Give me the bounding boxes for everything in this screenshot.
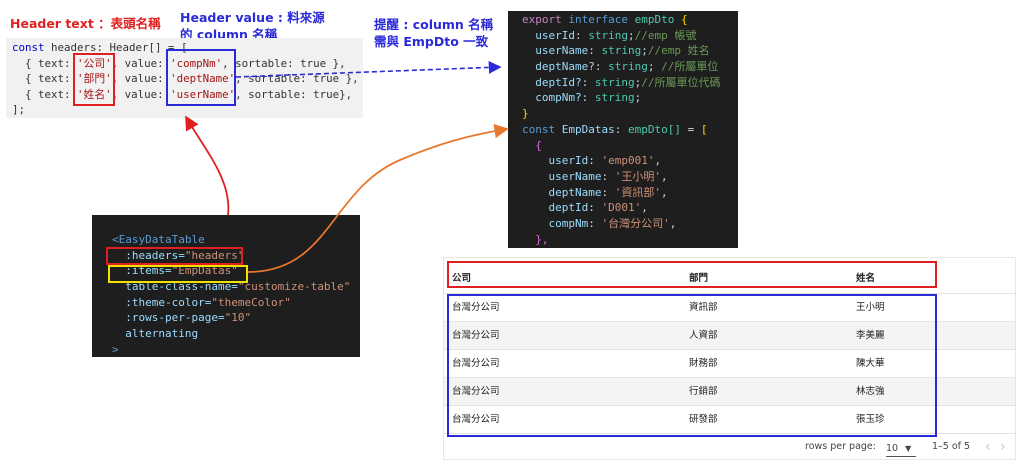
table-header-row: 公司 部門 姓名: [444, 264, 1015, 294]
table-cell: 陳大華: [856, 358, 885, 369]
code-line: >: [112, 342, 119, 356]
header-field-value: 'userName': [170, 87, 236, 101]
code-line: compNm?: string;: [535, 91, 642, 105]
code-line: alternating: [125, 327, 199, 341]
orange-curved-arrow: [247, 123, 509, 273]
table-row: 台灣分公司 資訊部 王小明: [444, 294, 1015, 322]
table-row: 台灣分公司 財務部 陳大華: [444, 350, 1015, 378]
header-text-value: '部門': [77, 72, 112, 85]
table-footer: rows per page: 10 ▼ 1–5 of 5 ‹ ›: [444, 434, 1015, 460]
code-line: deptId?: string;//所屬單位代碼: [535, 75, 721, 89]
code-line: const headers: Header[] = [: [6, 40, 363, 56]
code-line: deptName: '資訊部',: [548, 185, 668, 199]
table-cell: 王小明: [856, 302, 885, 313]
code-line: :headers="headers": [125, 248, 245, 262]
component-code-panel: <EasyDataTable :headers="headers" :items…: [92, 215, 360, 357]
blue-dashed-arrow: [235, 61, 502, 78]
code-line: {: [535, 138, 542, 152]
table-cell: 張玉珍: [856, 414, 885, 425]
code-line: userId: string;//emp 帳號: [535, 28, 697, 42]
header-field-value: 'deptName': [170, 72, 236, 85]
header-text-value: '公司': [77, 56, 112, 70]
table-cell: 研發部: [689, 414, 718, 425]
dropdown-arrow-icon: ▼: [905, 444, 912, 453]
prev-page-icon[interactable]: ‹: [985, 439, 991, 455]
code-line: deptId: 'D001',: [548, 201, 648, 215]
table-cell: 台灣分公司: [452, 386, 500, 397]
header-field-value: 'compNm': [170, 56, 223, 70]
items-prop-highlight-box: [108, 265, 248, 283]
table-header-highlight-box: [447, 261, 937, 288]
table-cell: 台灣分公司: [452, 330, 500, 341]
table-row: 台灣分公司 研發部 張玉珍: [444, 406, 1015, 434]
reminder-annotation-line1: 提醒 : column 名稱: [374, 17, 494, 32]
pagination-range: 1–5 of 5: [932, 441, 971, 452]
code-line: { text: '姓名', value: 'userName', sortabl…: [12, 87, 353, 101]
table-cell: 台灣分公司: [452, 302, 500, 313]
dto-code-panel: export interface empDto { userId: string…: [508, 11, 738, 248]
data-table: 公司 部門 姓名 台灣分公司 資訊部 王小明 台灣分公司 人資部 李美麗 台灣分…: [443, 257, 1016, 460]
code-text: headers: Header[] = [: [44, 41, 188, 54]
column-header[interactable]: 公司: [452, 273, 472, 284]
code-line: deptName?: string; //所屬單位: [535, 60, 719, 74]
table-cell: 台灣分公司: [452, 414, 500, 425]
table-row: 台灣分公司 行銷部 林志強: [444, 378, 1015, 406]
table-cell: 行銷部: [689, 386, 718, 397]
code-line: table-class-name="customize-table": [125, 280, 351, 294]
table-cell: 李美麗: [856, 330, 885, 341]
column-header[interactable]: 姓名: [856, 273, 876, 284]
next-page-icon[interactable]: ›: [1000, 439, 1006, 455]
text-highlight-box: [73, 53, 115, 106]
header-text-annotation: Header text ：表頭名稱: [10, 16, 161, 31]
header-value-annotation-line1: Header value : 料來源: [180, 10, 325, 25]
rows-per-page-select[interactable]: 10 ▼: [886, 436, 916, 457]
code-line: :rows-per-page="10": [125, 311, 252, 325]
code-line: userId: 'emp001',: [548, 154, 662, 168]
table-cell: 財務部: [689, 358, 718, 369]
code-keyword: const: [12, 41, 45, 54]
table-cell: 人資部: [689, 330, 718, 341]
code-line: },: [535, 232, 549, 246]
table-body-highlight-box: [447, 294, 937, 437]
rows-per-page-label: rows per page:: [805, 441, 876, 452]
code-line: compNm: '台灣分公司',: [548, 216, 677, 230]
code-line: userName: string;//emp 姓名: [535, 44, 710, 58]
table-cell: 林志強: [856, 386, 885, 397]
column-header[interactable]: 部門: [689, 273, 709, 284]
code-line: { text: '公司', value: 'compNm', sortable:…: [12, 56, 346, 70]
code-line: :items="EmpDatas": [125, 264, 238, 278]
code-line: }: [522, 107, 529, 121]
headers-prop-highlight-box: [106, 247, 243, 265]
header-text-value: '姓名': [77, 87, 112, 101]
code-line: export interface empDto {: [522, 13, 688, 26]
table-cell: 台灣分公司: [452, 358, 500, 369]
table-cell: 資訊部: [689, 302, 718, 313]
table-row: 台灣分公司 人資部 李美麗: [444, 322, 1015, 350]
value-highlight-box: [166, 49, 236, 106]
code-line: userName: '王小明',: [548, 169, 668, 183]
red-curved-arrow: [185, 115, 230, 216]
code-line: <EasyDataTable: [112, 233, 205, 246]
code-line: ];: [12, 103, 26, 116]
code-line: :theme-color="themeColor": [125, 295, 291, 309]
code-line: const EmpDatas: empDto[] = [: [522, 122, 708, 136]
reminder-annotation-line2: 需與 EmpDto 一致: [374, 34, 489, 49]
